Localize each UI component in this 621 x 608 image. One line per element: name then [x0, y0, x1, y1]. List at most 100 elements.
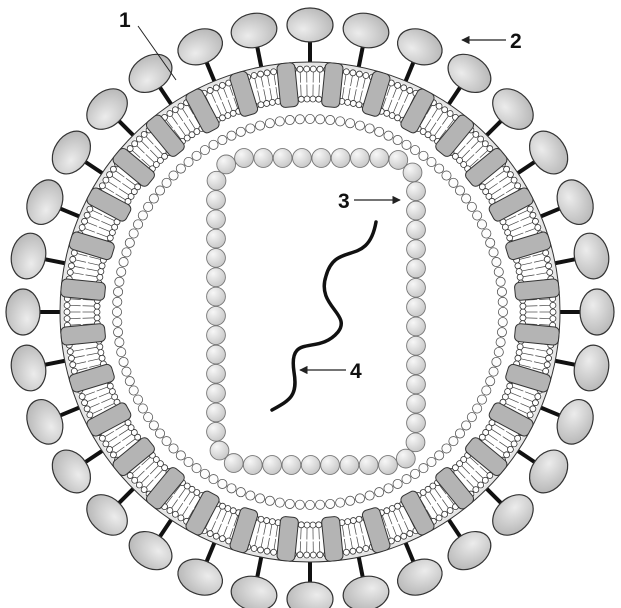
- lipid-head: [532, 400, 538, 406]
- lipid-head: [350, 70, 356, 76]
- spike-head: [122, 524, 179, 578]
- lipid-head: [99, 183, 105, 189]
- spike-head: [44, 443, 98, 500]
- matrix-protein-bead: [316, 500, 325, 509]
- spike-head: [20, 394, 69, 450]
- lipid-head: [87, 206, 93, 212]
- lipid-head: [343, 69, 349, 75]
- lipid-head: [345, 519, 351, 525]
- matrix-protein-bead: [393, 135, 402, 144]
- callout-1-label: 1: [119, 9, 131, 32]
- transmembrane-protein: [60, 279, 106, 301]
- lipid-head: [350, 518, 356, 524]
- matrix-protein-bead: [411, 146, 420, 155]
- matrix-protein-bead: [246, 124, 255, 133]
- spike-glycoprotein: [228, 551, 280, 608]
- capsid-protein-bead: [407, 259, 426, 278]
- lipid-head: [482, 141, 488, 147]
- lipid-head: [550, 302, 556, 308]
- spike-glycoprotein: [79, 81, 138, 140]
- matrix-protein-bead: [285, 115, 294, 124]
- lipid-head: [258, 547, 264, 553]
- lipid-head: [297, 66, 303, 72]
- spike-head: [392, 553, 448, 602]
- matrix-protein-bead: [375, 127, 384, 136]
- matrix-protein-bead: [218, 135, 227, 144]
- matrix-protein-bead: [435, 451, 444, 460]
- capsid-protein-bead: [207, 249, 226, 268]
- lipid-head: [401, 533, 407, 539]
- lipid-head: [550, 316, 556, 322]
- spike-glycoprotein: [122, 46, 179, 109]
- spike-head: [570, 230, 612, 282]
- capsid-protein-bead: [207, 306, 226, 325]
- lipid-head: [544, 362, 550, 368]
- lipid-head: [167, 508, 173, 514]
- matrix-protein-bead: [227, 131, 236, 140]
- matrix-protein-bead: [209, 475, 218, 484]
- matrix-protein-bead: [236, 127, 245, 136]
- matrix-protein-bead: [326, 115, 335, 124]
- matrix-protein-bead: [184, 157, 193, 166]
- lipid-head: [395, 536, 401, 542]
- capsid-protein-bead: [359, 456, 378, 475]
- matrix-protein-bead: [498, 307, 507, 316]
- lipid-head: [310, 96, 316, 102]
- transmembrane-protein: [277, 62, 299, 108]
- spike-glycoprotein: [20, 394, 84, 450]
- matrix-protein-bead: [176, 451, 185, 460]
- lipid-head: [547, 269, 553, 275]
- spike-head: [287, 8, 333, 42]
- lipid-head: [442, 107, 448, 113]
- matrix-protein-bead: [498, 297, 507, 306]
- capsid-protein-bead: [273, 149, 292, 168]
- spike-glycoprotein: [513, 124, 576, 181]
- matrix-protein-bead: [467, 202, 476, 211]
- lipid-head: [546, 355, 552, 361]
- matrix-protein-bead: [155, 429, 164, 438]
- lipid-head: [316, 522, 322, 528]
- matrix-protein-bead: [113, 328, 122, 337]
- matrix-protein-bead: [326, 499, 335, 508]
- capsid-protein-bead: [282, 456, 301, 475]
- transmembrane-protein: [321, 62, 343, 108]
- lipid-head: [363, 73, 369, 79]
- capsid-protein-bead: [207, 191, 226, 210]
- matrix-protein-bead: [462, 421, 471, 430]
- matrix-protein-bead: [384, 484, 393, 493]
- matrix-protein-bead: [117, 348, 126, 357]
- lipid-head: [507, 446, 513, 452]
- spike-glycoprotein: [287, 8, 333, 68]
- matrix-protein-bead: [365, 491, 374, 500]
- matrix-protein-bead: [295, 500, 304, 509]
- matrix-protein-bead: [467, 413, 476, 422]
- spike-head: [551, 394, 600, 450]
- matrix-protein-bead: [227, 484, 236, 493]
- matrix-protein-bead: [169, 171, 178, 180]
- lipid-head: [207, 87, 213, 93]
- lipid-head: [447, 508, 453, 514]
- capsid-protein-bead: [407, 201, 426, 220]
- matrix-protein-bead: [192, 151, 201, 160]
- spike-glycoprotein: [7, 230, 70, 282]
- lipid-head: [478, 482, 484, 488]
- matrix-protein-bead: [144, 202, 153, 211]
- matrix-protein-bead: [384, 131, 393, 140]
- capsid-protein-bead: [407, 220, 426, 239]
- matrix-protein-bead: [402, 475, 411, 484]
- matrix-protein-bead: [346, 496, 355, 505]
- spike-head: [44, 124, 98, 181]
- matrix-protein-bead: [265, 119, 274, 128]
- lipid-head: [504, 166, 510, 172]
- matrix-protein-bead: [496, 338, 505, 347]
- lipid-head: [304, 96, 310, 102]
- lipid-head: [178, 515, 184, 521]
- lipid-head: [395, 82, 401, 88]
- lipid-head: [356, 516, 362, 522]
- matrix-protein-bead: [449, 178, 458, 187]
- lipid-head: [304, 552, 310, 558]
- matrix-protein-bead: [435, 164, 444, 173]
- lipid-head: [504, 452, 510, 458]
- matrix-protein-bead: [402, 140, 411, 149]
